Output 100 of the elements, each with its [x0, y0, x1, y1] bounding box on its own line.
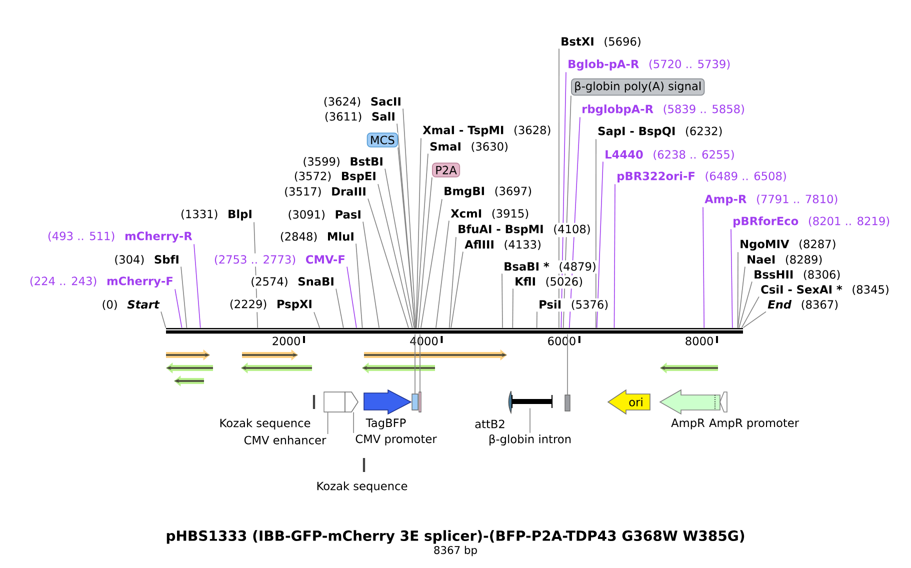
leader-line [160, 311, 166, 328]
title: pHBS1333 (IBB-GFP-mCherry 3E splicer)-(BFP-P2A-TDP43 G368W W385G) [166, 530, 744, 544]
leader-line [314, 312, 320, 328]
enzyme-site-label: BssHII (8306) [754, 270, 840, 280]
leader-line [416, 153, 428, 328]
feature-label: Kozak sequence [317, 482, 408, 492]
leader-line [738, 281, 752, 328]
caption: 8367 bp [434, 546, 477, 556]
leader-line [194, 244, 201, 328]
leader-line [741, 296, 760, 328]
enzyme-site-label: XmaI - TspMI (3628) [422, 126, 550, 136]
leader-line [353, 412, 354, 434]
enzyme-site-label: XcmI (3915) [450, 208, 528, 220]
primer-label: (2753 .. 2773) CMV-F [214, 254, 344, 266]
enzyme-site-label: (1331) BlpI [182, 210, 252, 220]
leader-line [414, 334, 416, 394]
backbone-bar [166, 328, 743, 334]
leader-line [730, 228, 733, 328]
leader-line [562, 95, 572, 328]
feature-box [324, 392, 346, 412]
enzyme-site-label: NgoMIV (8287) [740, 239, 836, 251]
leader-line [346, 266, 357, 328]
feature-symbol [344, 392, 358, 412]
enzyme-site-label: (3599) BstBI [304, 156, 382, 168]
enzyme-site-label: BstXI (5696) [562, 36, 640, 48]
leader-line [560, 72, 566, 328]
feature-tag: MCS [366, 132, 398, 148]
enzyme-site-label: AflIII (4133) [464, 240, 540, 250]
leader-line [567, 334, 568, 396]
enzyme-site-label: PsiI (5376) [540, 300, 608, 310]
feature-box [564, 394, 570, 412]
enzyme-site-label: (304) SbfI [115, 254, 178, 266]
leader-line [368, 198, 409, 328]
leader-line [398, 147, 416, 328]
enzyme-site-label: KflI (5026) [516, 276, 582, 288]
leader-line [384, 168, 415, 328]
primer-label: pBR322ori-F (6489 .. 6508) [618, 172, 786, 182]
primer-label: (224 .. 243) mCherry-F [30, 276, 172, 288]
leader-line [254, 222, 258, 328]
enzyme-site-label: SapI - BspQI (6232) [598, 126, 722, 138]
leader-line [502, 273, 503, 328]
leader-line [180, 266, 188, 328]
enzyme-site-label: BfuAI - BspMI (4108) [458, 224, 590, 236]
enzyme-site-label: BmgBI (3697) [444, 186, 532, 198]
primer-label: rbglobpA-R (5839 .. 5858) [582, 104, 744, 116]
leader-line [737, 252, 738, 328]
primer-label: Amp-R (7791 .. 7810) [704, 194, 838, 206]
feature-label: Kozak sequence [220, 418, 310, 430]
enzyme-site-label: (0) Start [102, 300, 160, 310]
leader-line [738, 266, 746, 328]
tick-label: 2000 [272, 336, 300, 346]
tick-label: 6000 [548, 336, 576, 346]
enzyme-site-label: (2229) PspXI [230, 300, 312, 310]
feature-tag: P2A [432, 162, 460, 178]
primer-label: (493 .. 511) mCherry-R [48, 231, 192, 243]
leader-line [558, 48, 560, 328]
leader-line [396, 123, 416, 328]
enzyme-site-label: (3611) SalI [325, 112, 394, 122]
feature-label: AmpR promoter [709, 418, 800, 430]
feature-label: TagBFP [366, 418, 406, 430]
leader-line [402, 108, 416, 328]
enzyme-site-label: End (8367) [768, 300, 838, 310]
leader-line [595, 138, 596, 328]
enzyme-site-label: (3517) DraIII [285, 186, 366, 198]
enzyme-site-label: NaeI (8289) [748, 254, 822, 266]
leader-line [336, 288, 344, 328]
leader-line [448, 236, 456, 328]
primer-label: pBRforEco (8201 .. 8219) [734, 216, 890, 228]
leader-line [536, 311, 538, 328]
tick-label: 4000 [410, 336, 438, 346]
primer-label: L4440 (6238 .. 6255) [606, 150, 734, 160]
leader-line [362, 221, 380, 328]
leader-line [327, 412, 328, 434]
leader-line [568, 116, 580, 328]
leader-line [596, 161, 604, 328]
feature-label: CMV promoter [356, 434, 437, 446]
feature-label: AmpR [671, 418, 705, 430]
feature-label: CMV enhancer [244, 436, 326, 444]
feature-label: β-globin intron [490, 434, 571, 446]
leader-line [420, 198, 442, 328]
leader-line [436, 220, 450, 328]
intron-bar [511, 395, 553, 408]
enzyme-site-label: BsaBI * (4879) [504, 262, 596, 272]
enzyme-site-label: (2574) SnaBI [252, 276, 334, 288]
leader-line [174, 288, 182, 328]
feature-tag: β-globin poly(A) signal [571, 78, 705, 96]
leader-line [418, 176, 432, 328]
leader-line [702, 206, 704, 328]
enzyme-site-label: (3091) PasI [288, 210, 360, 220]
feature-box [418, 392, 422, 412]
leader-line [356, 243, 363, 328]
enzyme-site-label: (3572) BspEI [294, 172, 376, 182]
enzyme-site-label: CsiI - SexAI * (8345) [761, 284, 888, 296]
tick-label: 8000 [686, 336, 713, 346]
feature-label: attB2 [475, 420, 504, 428]
feature-box [412, 394, 418, 410]
enzyme-site-label: (2848) MluI [280, 232, 354, 242]
primer-label: Bglob-pA-R (5720 .. 5739) [568, 59, 730, 71]
leader-line [614, 184, 616, 328]
leader-line [742, 311, 766, 328]
